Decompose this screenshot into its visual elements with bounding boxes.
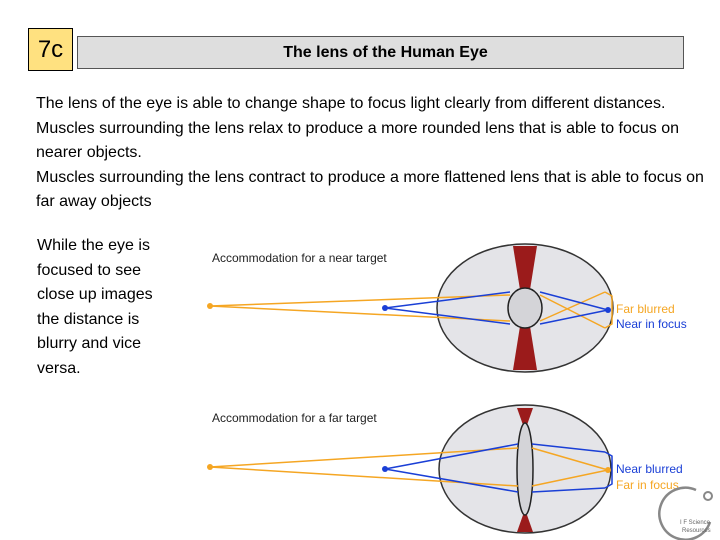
far-near-ray-top bbox=[384, 443, 519, 470]
far-muscle-bottom bbox=[517, 515, 533, 532]
far-far-ray-in-1 bbox=[531, 447, 609, 471]
near-blur-bracket bbox=[604, 291, 613, 329]
near-focus-point bbox=[605, 307, 611, 313]
far-lens bbox=[516, 422, 534, 516]
near-far-ray-bottom bbox=[209, 305, 511, 322]
near-lens bbox=[507, 287, 543, 329]
near-far-ray-top bbox=[209, 294, 511, 307]
paragraph-1: The lens of the eye is able to change sh… bbox=[36, 95, 666, 112]
accommodation-diagram: Accommodation for a near target Far blur… bbox=[207, 243, 687, 534]
near-near-ray-in-2 bbox=[539, 309, 609, 325]
far-blur-bracket bbox=[604, 451, 613, 489]
far-eye bbox=[207, 404, 613, 534]
near-near-ray-in-1 bbox=[539, 291, 609, 311]
near-caption: Accommodation for a near target bbox=[212, 251, 387, 265]
far-near-ray-bottom bbox=[384, 468, 519, 493]
far-near-ray-in-1 bbox=[531, 443, 606, 453]
paragraph-2: Muscles surrounding the lens relax to pr… bbox=[36, 119, 680, 162]
far-far-ray-top bbox=[209, 447, 519, 468]
near-near-ray-top bbox=[384, 291, 511, 309]
near-near-ray-bottom bbox=[384, 307, 511, 325]
far-caption: Accommodation for a far target bbox=[212, 411, 377, 425]
paragraph-3: Muscles surrounding the lens contract to… bbox=[36, 168, 704, 211]
slide-number: 7c bbox=[28, 28, 73, 71]
near-muscle-top bbox=[513, 246, 537, 296]
logo-text-2: Resources bbox=[682, 528, 711, 534]
far-near-ray-in-2 bbox=[531, 487, 606, 493]
far-label-blurred: Near blurred bbox=[616, 462, 683, 476]
near-far-ray-in-1 bbox=[539, 294, 606, 329]
side-note: While the eye is focused to see close up… bbox=[37, 237, 153, 377]
far-muscle-top bbox=[517, 408, 533, 425]
logo-text-1: I F Science bbox=[680, 520, 711, 526]
near-muscle-bottom bbox=[513, 320, 537, 370]
far-label-focus: Far in focus bbox=[616, 478, 679, 492]
logo: I F Science Resources bbox=[658, 486, 713, 540]
near-label-blurred: Far blurred bbox=[616, 302, 675, 316]
near-eye bbox=[207, 243, 614, 373]
logo-dot bbox=[703, 491, 713, 501]
page-title: The lens of the Human Eye bbox=[283, 43, 488, 61]
near-label-focus: Near in focus bbox=[616, 317, 687, 331]
logo-ring bbox=[658, 486, 712, 540]
near-far-ray-in-2 bbox=[539, 291, 606, 322]
far-far-ray-in-2 bbox=[531, 469, 609, 487]
title-bar: The lens of the Human Eye bbox=[77, 36, 684, 69]
far-focus-point bbox=[605, 467, 611, 473]
body-text: The lens of the eye is able to change sh… bbox=[36, 92, 706, 215]
